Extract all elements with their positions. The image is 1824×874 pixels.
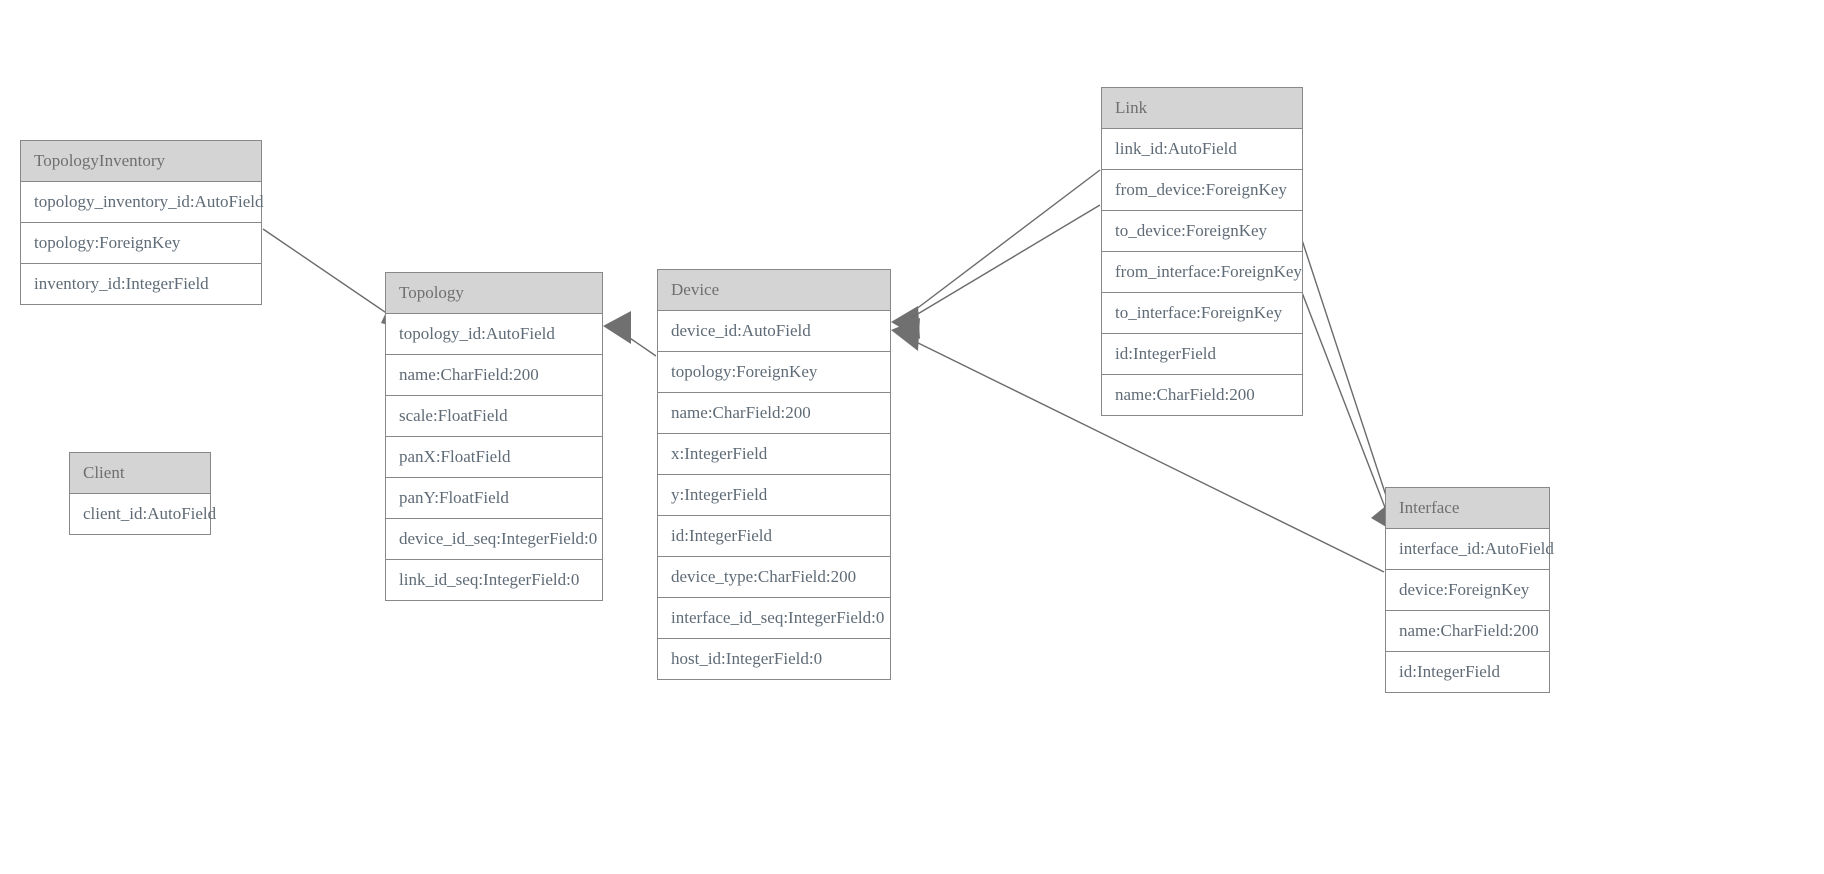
entity-field: device_id:AutoField bbox=[658, 311, 890, 352]
entity-field: id:IntegerField bbox=[1102, 334, 1302, 375]
entity-field: topology_inventory_id:AutoField bbox=[21, 182, 264, 223]
entity-field: interface_id:AutoField bbox=[1386, 529, 1554, 570]
entity-field: id:IntegerField bbox=[1386, 652, 1549, 692]
entity-field: panY:FloatField bbox=[386, 478, 602, 519]
entity-field: topology_id:AutoField bbox=[386, 314, 602, 355]
entity-field: to_interface:ForeignKey bbox=[1102, 293, 1302, 334]
entity-field: client_id:AutoField bbox=[70, 494, 216, 534]
edge-link-to-device bbox=[910, 204, 1101, 319]
entity-field: id:IntegerField bbox=[658, 516, 890, 557]
entity-field: scale:FloatField bbox=[386, 396, 602, 437]
entity-field: y:IntegerField bbox=[658, 475, 890, 516]
entity-field: name:CharField:200 bbox=[1102, 375, 1302, 415]
entity-title-interface: Interface bbox=[1386, 488, 1549, 529]
edge-device-topology bbox=[603, 311, 657, 357]
entity-title-topology: Topology bbox=[386, 273, 602, 314]
edge-link-from-device bbox=[891, 169, 1101, 339]
entity-field: device_type:CharField:200 bbox=[658, 557, 890, 598]
entity-field: topology:ForeignKey bbox=[21, 223, 261, 264]
entity-field: interface_id_seq:IntegerField:0 bbox=[658, 598, 890, 639]
entity-field: link_id:AutoField bbox=[1102, 129, 1302, 170]
entity-field: name:CharField:200 bbox=[658, 393, 890, 434]
entity-field: panX:FloatField bbox=[386, 437, 602, 478]
edge-link-to-interface bbox=[1295, 276, 1392, 524]
entity-field: name:CharField:200 bbox=[386, 355, 602, 396]
entity-title-topology_inventory: TopologyInventory bbox=[21, 141, 261, 182]
entity-field: topology:ForeignKey bbox=[658, 352, 890, 393]
edge-link-from-interface bbox=[1301, 239, 1398, 534]
entity-field: inventory_id:IntegerField bbox=[21, 264, 261, 304]
entity-field: device_id_seq:IntegerField:0 bbox=[386, 519, 602, 560]
entity-field: x:IntegerField bbox=[658, 434, 890, 475]
entity-title-device: Device bbox=[658, 270, 890, 311]
entity-field: device:ForeignKey bbox=[1386, 570, 1549, 611]
entity-title-link: Link bbox=[1102, 88, 1302, 129]
entity-field: to_device:ForeignKey bbox=[1102, 211, 1302, 252]
entity-field: host_id:IntegerField:0 bbox=[658, 639, 890, 679]
entity-title-client: Client bbox=[70, 453, 210, 494]
entity-field: link_id_seq:IntegerField:0 bbox=[386, 560, 602, 600]
entity-field: from_interface:ForeignKey bbox=[1102, 252, 1302, 293]
entity-field: from_device:ForeignKey bbox=[1102, 170, 1302, 211]
entity-field: name:CharField:200 bbox=[1386, 611, 1549, 652]
